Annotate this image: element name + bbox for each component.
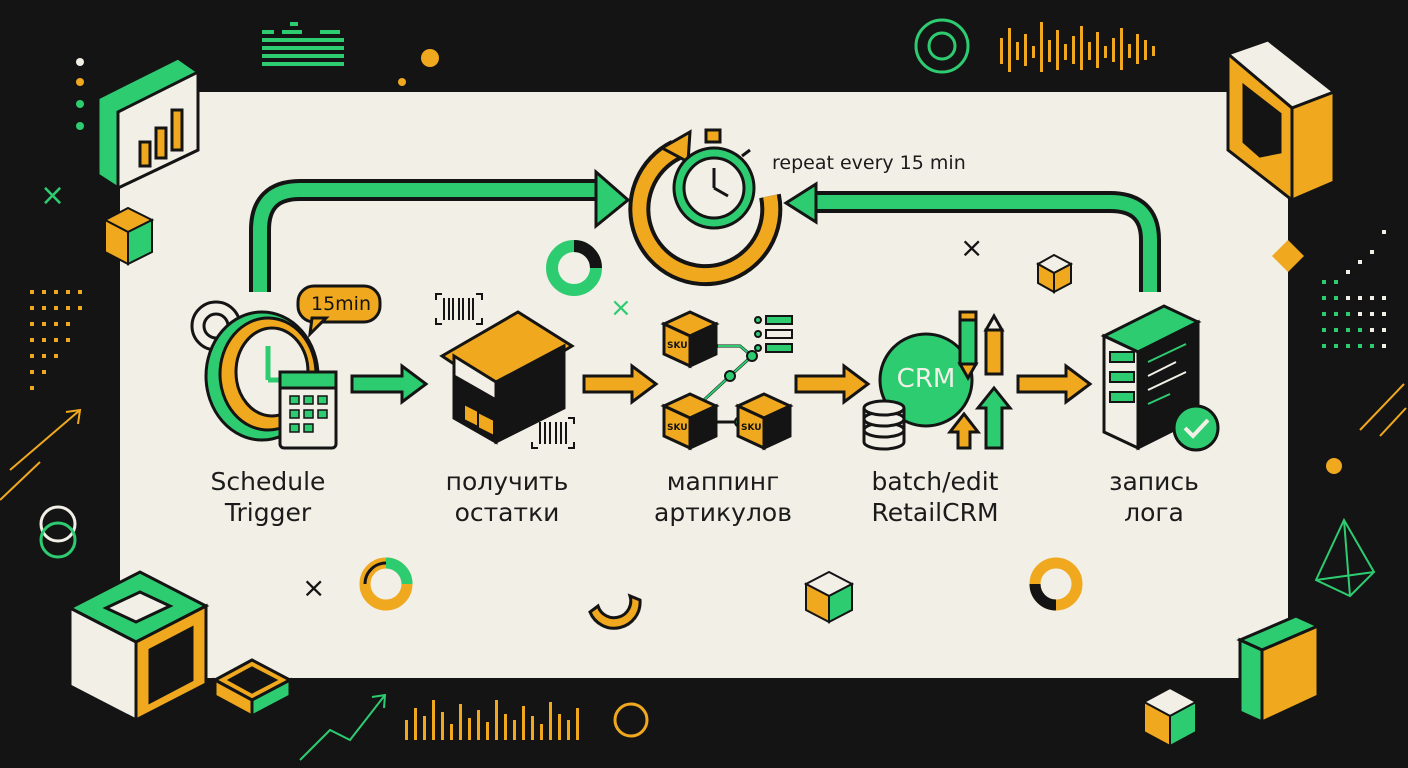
donut-icon <box>1029 557 1083 611</box>
pencil-icon <box>957 310 979 382</box>
interval-badge-text: 15min <box>310 293 371 315</box>
cube-icon <box>1141 686 1199 748</box>
flow-arrow <box>1016 363 1093 405</box>
flow-arrow <box>350 363 429 405</box>
donut-icon <box>359 557 413 611</box>
loop-label: repeat every 15 min <box>772 152 966 174</box>
step-label-line2: остатки <box>454 498 560 527</box>
pencil-icon <box>983 312 1005 376</box>
dot-decoration <box>1326 458 1342 474</box>
step-label-fetch: получить остатки <box>397 466 617 528</box>
dot-decoration <box>398 78 406 86</box>
cube-icon <box>803 570 855 624</box>
svg-text:SKU: SKU <box>667 423 688 433</box>
step-label-line1: batch/edit <box>871 467 999 496</box>
step-label-line1: запись <box>1109 467 1199 496</box>
crescent-decoration <box>588 593 642 630</box>
sku-box-icon: SKU <box>660 392 720 451</box>
sku-box-icon: SKU <box>734 392 794 451</box>
step-label-log: запись лога <box>1044 466 1264 528</box>
step-label-line2: RetailCRM <box>871 498 999 527</box>
chat-cube-icon <box>1225 38 1338 204</box>
frame-block-icon <box>66 570 210 723</box>
dot-grid-decoration <box>30 290 82 390</box>
barcode-icon <box>531 417 575 449</box>
interval-badge <box>296 284 382 339</box>
step-label-line2: лога <box>1124 498 1184 527</box>
flow-arrow <box>794 363 871 405</box>
database-icon <box>862 399 906 451</box>
block-icon <box>1236 614 1322 725</box>
equalizer-decoration <box>262 22 344 66</box>
stopwatch-icon <box>628 128 783 287</box>
x-mark-icon: × <box>302 571 325 604</box>
svg-text:SKU: SKU <box>741 423 762 433</box>
step-label-mapping: маппинг артикулов <box>613 466 833 528</box>
step-label-line1: маппинг <box>666 467 780 496</box>
ring-decoration <box>613 702 649 738</box>
crm-circle-icon <box>878 332 974 428</box>
tray-icon <box>211 658 294 719</box>
target-icon <box>914 18 970 74</box>
dots-decoration <box>76 58 84 130</box>
step-label-line2: Trigger <box>224 498 312 527</box>
list-icon <box>754 315 793 353</box>
step-label-line2: артикулов <box>654 498 792 527</box>
checkmark-icon <box>1172 404 1220 452</box>
x-mark-icon: × <box>40 178 65 213</box>
crm-badge-text: CRM <box>896 364 956 394</box>
node-dot <box>746 350 758 362</box>
dot-grid-decoration <box>1322 230 1386 348</box>
warehouse-icon <box>439 310 575 445</box>
dot-decoration <box>421 49 439 67</box>
flow-arrow <box>582 363 659 405</box>
svg-text:SKU: SKU <box>667 341 688 351</box>
x-mark-icon: × <box>960 231 983 264</box>
sku-box-icon: SKU <box>660 310 720 369</box>
diamond-decoration <box>1272 240 1304 272</box>
circles-decoration <box>39 505 77 559</box>
step-label-line1: Schedule <box>210 467 326 496</box>
node-dot <box>724 370 736 382</box>
up-arrow-icon <box>946 385 1014 450</box>
growth-arrow-decoration <box>299 693 387 761</box>
step-label-line1: получить <box>445 467 569 496</box>
trend-arrow-decoration <box>1359 383 1407 437</box>
step-label-crm: batch/edit RetailCRM <box>825 466 1045 528</box>
waveform-decoration <box>1000 22 1155 72</box>
chart-cube-icon <box>96 56 200 191</box>
barcode-icon <box>435 293 483 325</box>
pyramid-icon <box>1314 517 1376 598</box>
x-mark-icon: × <box>610 293 632 323</box>
donut-icon <box>546 240 602 296</box>
calendar-icon <box>278 370 338 450</box>
cube-icon <box>102 206 155 266</box>
cube-icon <box>1035 253 1074 294</box>
step-label-trigger: Schedule Trigger <box>158 466 378 528</box>
trend-arrow-decoration <box>0 408 82 501</box>
equalizer-decoration <box>405 700 579 740</box>
